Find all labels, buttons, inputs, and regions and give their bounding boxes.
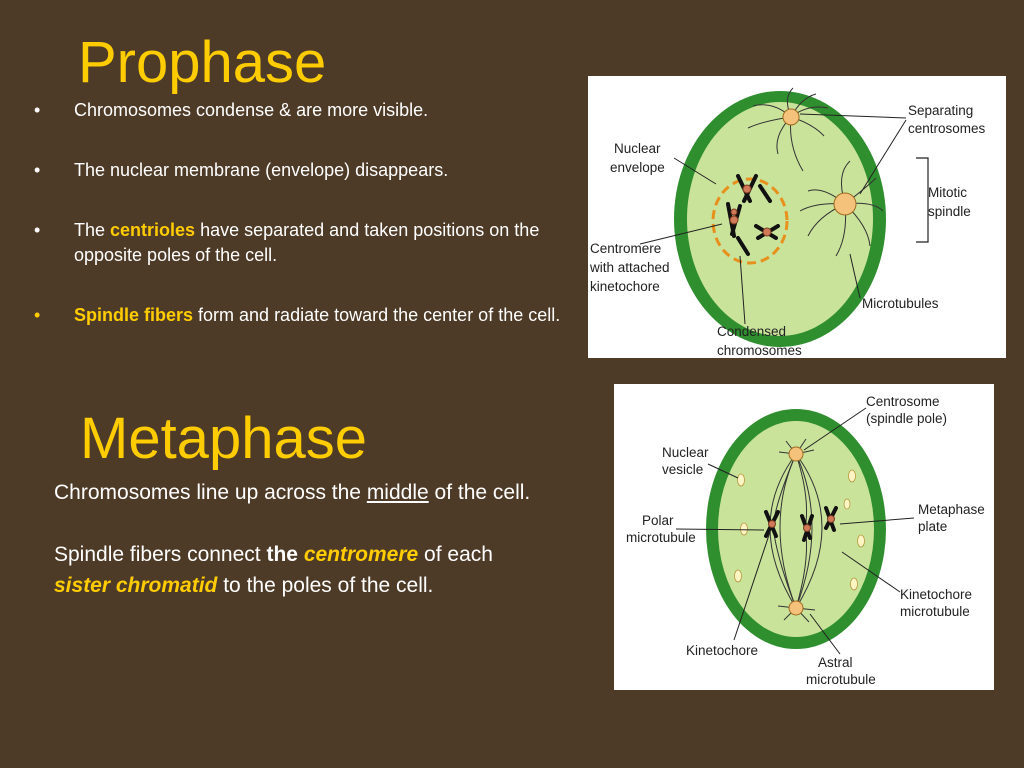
metaphase-title: Metaphase [80,406,367,471]
label-nuclear-vesicle: vesicle [662,462,703,477]
label-mitotic-spindle: Mitotic [928,185,967,200]
text-run: Spindle fibers connect [54,543,267,566]
prophase-title: Prophase [78,30,327,95]
bold-text: the [266,543,298,566]
svg-text:Centrosome(spindle pole): Centrosome (spindle pole) [866,394,947,426]
bullet-item: • The centrioles have separated and take… [34,218,574,268]
label-separating: centrosomes [908,121,986,136]
label-astral-microtubule: Astral [818,655,853,670]
metaphase-description: Chromosomes line up across the middle of… [54,477,554,632]
kinetochores [729,184,772,237]
label-separating: Separating [908,103,973,118]
bullet-text: Chromosomes condense & are more visible. [74,100,429,120]
nuclear-envelope [711,177,789,265]
label-kinetochore-microtubule: microtubule [900,604,970,619]
bullet-text: The [74,220,111,240]
text-run: to the poles of the cell. [217,574,434,597]
bullet-text: The nuclear membrane (envelope) disappea… [74,160,449,180]
bullet-text: form and radiate toward the center of th… [193,305,561,325]
centrosome-right [833,192,857,216]
leader-lines [639,113,907,325]
centrosome-top [788,446,804,462]
metaphase-paragraph-1: Chromosomes line up across the middle of… [54,477,554,508]
prophase-bullet-list: • Chromosomes condense & are more visibl… [34,98,574,363]
label-centrosome: (spindle pole) [866,411,947,426]
kinetochores [768,515,835,532]
bullet-item: • Chromosomes condense & are more visibl… [34,98,574,123]
label-polar-microtubule: Polar [642,513,674,528]
bullet-item: • Spindle fibers form and radiate toward… [34,303,574,328]
highlight-term: centromere [303,543,419,566]
leader-lines [675,407,915,655]
text-run: of the cell. [428,481,531,504]
bullet-text: have separated and taken positions on th… [74,220,540,265]
label-astral-microtubule: microtubule [806,672,876,687]
highlight-term: sister chromatid [54,574,218,597]
bullet-highlight: centrioles [110,220,196,240]
cytoplasm [718,421,874,637]
bullet-marker: • [34,305,41,325]
centrosome-bottom [788,600,804,616]
text-run: Chromosomes line up across the [54,481,367,504]
label-centrosome: Centrosome [866,394,940,409]
centrosome-top [782,108,800,126]
label-mitotic-spindle: spindle [928,204,971,219]
label-kinetochore: Kinetochore [686,643,758,658]
label-centromere: Centromere [590,241,661,256]
cytoplasm [687,102,873,336]
bullet-highlight: Spindle fibers [74,305,194,325]
label-nuclear-envelope: Nuclear [614,141,661,156]
prophase-diagram: Separating centrosomes Nuclear envelope Mi… [588,76,1006,358]
metaphase-paragraph-2: Spindle fibers connect the centromere of… [54,539,554,601]
bullet-marker: • [34,160,41,180]
text-run: of each [418,543,493,566]
label-metaphase-plate: Metaphase [918,502,985,517]
label-microtubules: Microtubules [862,296,939,311]
label-kinetochore-microtubule: Kinetochore [900,587,972,602]
bullet-marker: • [34,220,41,240]
underlined-text: middle [366,481,429,504]
label-nuclear-envelope: envelope [610,160,665,175]
label-condensed: Condensed [717,324,786,339]
label-metaphase-plate: plate [918,519,947,534]
bullet-item: • The nuclear membrane (envelope) disapp… [34,158,574,183]
label-condensed: chromosomes [717,343,802,358]
mitotic-spindle-bracket [916,157,929,243]
label-centromere: kinetochore [590,279,660,294]
label-nuclear-vesicle: Nuclear [662,445,709,460]
bullet-marker: • [34,100,41,120]
label-polar-microtubule: microtubule [626,530,696,545]
nuclear-vesicles [734,469,865,591]
label-centromere: with attached [589,260,670,275]
